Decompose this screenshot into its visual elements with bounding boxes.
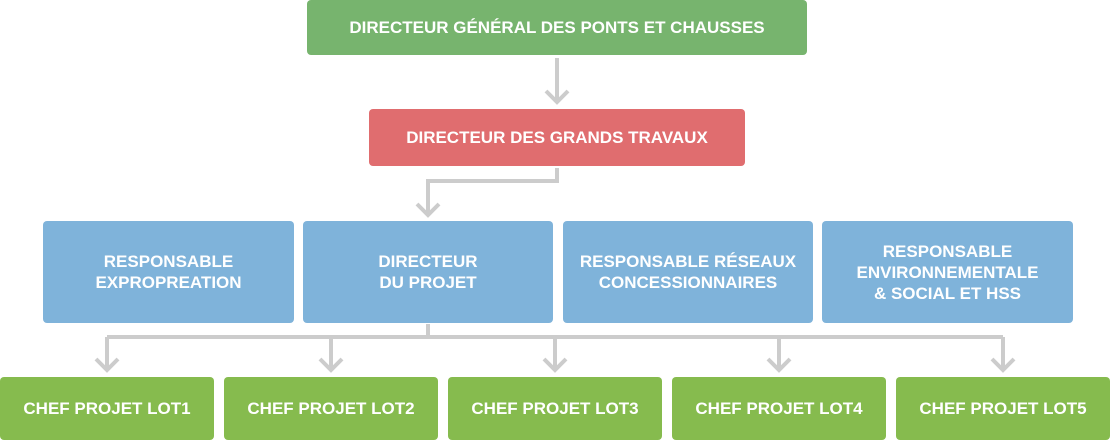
label-line: & SOCIAL ET HSS <box>873 283 1022 303</box>
responsable-expropriation-box: RESPONSABLE EXPROPREATION <box>43 221 294 323</box>
chef-projet-lot5-label: CHEF PROJET LOT5 <box>919 399 1087 418</box>
arrowhead-lot3 <box>542 357 568 373</box>
label-line: RESPONSABLE <box>882 241 1013 261</box>
arrowhead-lot1 <box>94 357 120 373</box>
director-grands-travaux-box: DIRECTEUR DES GRANDS TRAVAUX <box>369 109 745 166</box>
arrowhead-directeur-projet <box>415 202 441 218</box>
chef-projet-lot2-box: CHEF PROJET LOT2 <box>224 377 438 440</box>
chef-projet-lot4-box: CHEF PROJET LOT4 <box>672 377 886 440</box>
director-grands-travaux-label: DIRECTEUR DES GRANDS TRAVAUX <box>406 127 708 148</box>
responsable-environnement-box: RESPONSABLE ENVIRONNEMENTALE & SOCIAL ET… <box>822 221 1073 323</box>
label-line: RESPONSABLE RÉSEAUX <box>579 252 797 271</box>
arrowhead-lot2 <box>318 357 344 373</box>
chef-projet-lot1-label: CHEF PROJET LOT1 <box>23 399 191 418</box>
directeur-projet-box: DIRECTEUR DU PROJET <box>303 221 553 323</box>
arrowhead-lot4 <box>766 357 792 373</box>
responsable-reseaux-box: RESPONSABLE RÉSEAUX CONCESSIONNAIRES <box>563 221 813 323</box>
director-general-label: DIRECTEUR GÉNÉRAL DES PONTS ET CHAUSSES <box>349 17 764 38</box>
label-line: CONCESSIONNAIRES <box>598 273 778 292</box>
label-line: RESPONSABLE <box>103 252 234 271</box>
chef-projet-lot4-label: CHEF PROJET LOT4 <box>695 399 863 418</box>
label-line: DIRECTEUR GÉNÉRAL DES PONTS ET CHAUSSES <box>349 18 765 37</box>
responsable-reseaux-label: RESPONSABLE RÉSEAUX CONCESSIONNAIRES <box>580 251 796 293</box>
label-line: DIRECTEUR <box>378 252 478 271</box>
label-line: EXPROPREATION <box>95 273 242 292</box>
chef-projet-lot3-box: CHEF PROJET LOT3 <box>448 377 662 440</box>
director-general-box: DIRECTEUR GÉNÉRAL DES PONTS ET CHAUSSES <box>307 0 807 55</box>
chef-projet-lot3-label: CHEF PROJET LOT3 <box>471 399 639 418</box>
chef-projet-lot5-box: CHEF PROJET LOT5 <box>896 377 1110 440</box>
label-line: ENVIRONNEMENTALE <box>856 262 1039 282</box>
arrowhead-grands-travaux <box>544 89 570 105</box>
chef-projet-lot1-box: CHEF PROJET LOT1 <box>0 377 214 440</box>
responsable-expropriation-label: RESPONSABLE EXPROPREATION <box>95 251 241 293</box>
label-line: DU PROJET <box>379 273 477 292</box>
label-line: DIRECTEUR DES GRANDS TRAVAUX <box>406 128 708 147</box>
chef-projet-lot2-label: CHEF PROJET LOT2 <box>247 399 415 418</box>
directeur-projet-label: DIRECTEUR DU PROJET <box>378 251 477 293</box>
arrowhead-lot5 <box>990 357 1016 373</box>
connector-grands-travaux-to-projet <box>426 168 559 215</box>
responsable-environnement-label: RESPONSABLE ENVIRONNEMENTALE & SOCIAL ET… <box>857 241 1039 304</box>
